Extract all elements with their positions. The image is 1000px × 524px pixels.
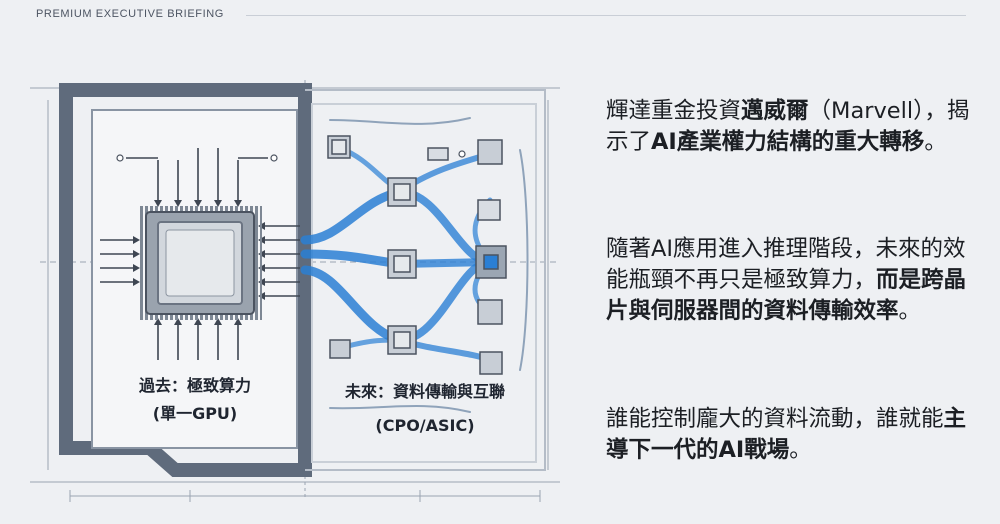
header-divider (246, 15, 966, 16)
p1-text-c: （Marvell），揭示了 (606, 98, 970, 155)
p2-emph: 而是跨晶片與伺服器間的資料傳輸效率 (606, 267, 967, 324)
left-caption-line2: (單一GPU) (152, 404, 238, 423)
right-caption-line1: 未來：資料傳輸與互聯 (344, 382, 505, 401)
asic-chips (327, 135, 507, 375)
paragraph-2: 隨著AI應用進入推理階段，未來的效能瓶頸不再只是極致算力，而是跨晶片與伺服器間的… (606, 234, 976, 327)
gpu-chip (138, 206, 262, 320)
p1-text-e: 。 (924, 129, 947, 155)
p1-emph-marvell: 邁威爾 (741, 98, 809, 124)
p3-text-a: 誰能控制龐大的資料流動，誰就能 (606, 406, 944, 432)
input-arrows (100, 148, 300, 360)
p3-text-c: 。 (789, 437, 812, 463)
header-label: PREMIUM EXECUTIVE BRIEFING (36, 8, 224, 20)
paragraph-3: 誰能控制龐大的資料流動，誰就能主導下一代的AI戰場。 (606, 404, 976, 466)
left-caption-line1: 過去：極致算力 (138, 376, 251, 395)
p2-text-c: 。 (898, 298, 922, 324)
connector-dots (116, 150, 466, 162)
p1-emph-shift: AI產業權力結構的重大轉移 (651, 129, 925, 155)
right-frame (305, 89, 546, 471)
paragraph-1: 輝達重金投資邁威爾（Marvell），揭示了AI產業權力結構的重大轉移。 (606, 96, 976, 158)
left-caption: 過去：極致算力 (單一GPU) (100, 372, 290, 428)
p1-text-a: 輝達重金投資 (606, 98, 742, 124)
architecture-diagram (30, 80, 560, 502)
p2-text-a: 隨著AI應用進入推理階段，未來的效能瓶頸不再只是極致算力， (606, 236, 966, 293)
right-caption: 未來：資料傳輸與互聯 (CPO/ASIC) (314, 378, 536, 440)
right-caption-line2: (CPO/ASIC) (375, 416, 475, 435)
p3-emph: 主導下一代的AI戰場 (606, 406, 967, 463)
